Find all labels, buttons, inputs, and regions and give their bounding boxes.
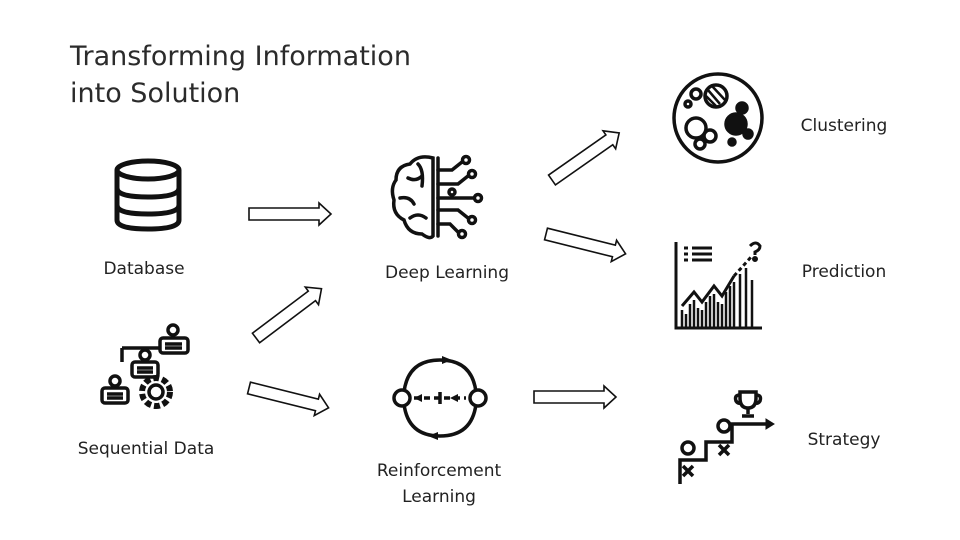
reinforcement-line-2: Learning	[402, 487, 476, 507]
arrow-database-to-deep	[248, 201, 333, 227]
stairs-trophy-icon	[674, 388, 775, 488]
page-title: Transforming Information into Solution	[70, 38, 411, 112]
database-label: Database	[103, 259, 185, 279]
trend-chart-icon	[672, 240, 764, 336]
prediction-label: Prediction	[801, 262, 887, 282]
database-icon	[112, 158, 184, 236]
sequential-data-label: Sequential Data	[77, 439, 215, 459]
strategy-label: Strategy	[807, 430, 881, 450]
title-line-2: into Solution	[70, 78, 241, 109]
flowchart-gear-icon	[98, 322, 194, 418]
reinforcement-learning-label: Reinforcement Learning	[349, 458, 529, 510]
arrow-deep-to-clustering	[547, 129, 621, 187]
reinforcement-line-1: Reinforcement	[376, 461, 502, 481]
brain-circuit-icon	[388, 152, 484, 246]
arrow-sequential-to-reinforcement	[246, 381, 330, 418]
arrow-reinforcement-to-strategy	[533, 384, 618, 410]
arrow-sequential-to-deep	[251, 286, 323, 344]
clustering-label: Clustering	[800, 116, 888, 136]
cluster-circles-icon	[670, 70, 766, 170]
cycle-icon	[392, 356, 488, 444]
title-line-1: Transforming Information	[70, 41, 411, 72]
arrow-deep-to-prediction	[543, 227, 627, 264]
deep-learning-label: Deep Learning	[384, 263, 509, 283]
